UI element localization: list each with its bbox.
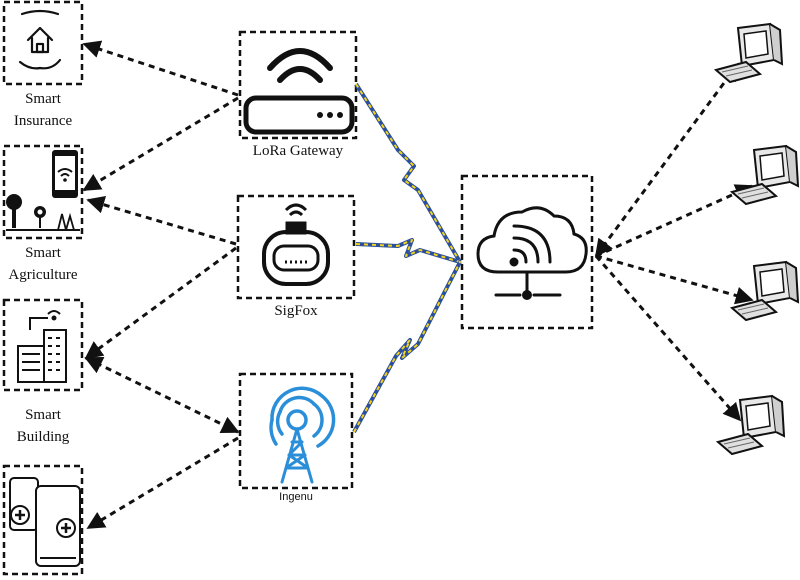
desktop-computer-icon xyxy=(729,260,800,322)
desktop-computer-icon xyxy=(713,22,784,84)
connector-lines xyxy=(82,40,754,530)
smart-insurance-label-line2: Insurance xyxy=(13,113,73,129)
arrow-sigfox-to-agriculture xyxy=(86,195,237,246)
house-in-hands-icon xyxy=(18,9,62,70)
medical-phones-icon xyxy=(9,477,81,567)
arrow-lora-to-agriculture xyxy=(82,96,239,192)
arrow-client2-cloud xyxy=(595,184,754,258)
sigfox-label: SigFox xyxy=(274,303,318,319)
sigfox-device-icon xyxy=(262,203,330,286)
arrow-client1-cloud xyxy=(594,62,740,258)
arrow-ingenu-to-health xyxy=(86,436,239,530)
smart-agriculture-label-line1: Smart xyxy=(25,245,61,261)
radio-tower-icon xyxy=(269,386,336,484)
arrow-sigfox-to-building xyxy=(84,246,237,360)
smart-building-label-line1: Smart xyxy=(25,407,61,423)
ingenu-label: Ingenu xyxy=(279,491,313,503)
smart-building-icon xyxy=(17,310,67,383)
lora-gateway-label: LoRa Gateway xyxy=(252,143,344,159)
wireless-links xyxy=(352,82,462,433)
desktop-computer-icon xyxy=(715,394,786,456)
cloud-network-icon xyxy=(476,206,588,300)
wireless-sigfox-cloud xyxy=(355,238,461,264)
smart-building-label: Smart Building xyxy=(0,404,86,448)
smart-insurance-label-line1: Smart xyxy=(25,91,61,107)
arrow-lora-to-insurance xyxy=(82,40,239,97)
smart-insurance-label: Smart Insurance xyxy=(0,88,86,132)
smartphone-plants-icon xyxy=(6,150,80,231)
arrow-client4-cloud xyxy=(594,255,742,422)
arrow-ingenu-building xyxy=(84,356,240,434)
smart-agriculture-label: Smart Agriculture xyxy=(0,242,86,286)
smart-agriculture-label-line2: Agriculture xyxy=(8,267,78,283)
wifi-router-icon xyxy=(243,48,355,135)
smart-building-label-line2: Building xyxy=(16,429,70,445)
client-computers xyxy=(713,22,800,456)
arrow-client3-cloud xyxy=(595,254,754,305)
desktop-computer-icon xyxy=(729,144,800,206)
